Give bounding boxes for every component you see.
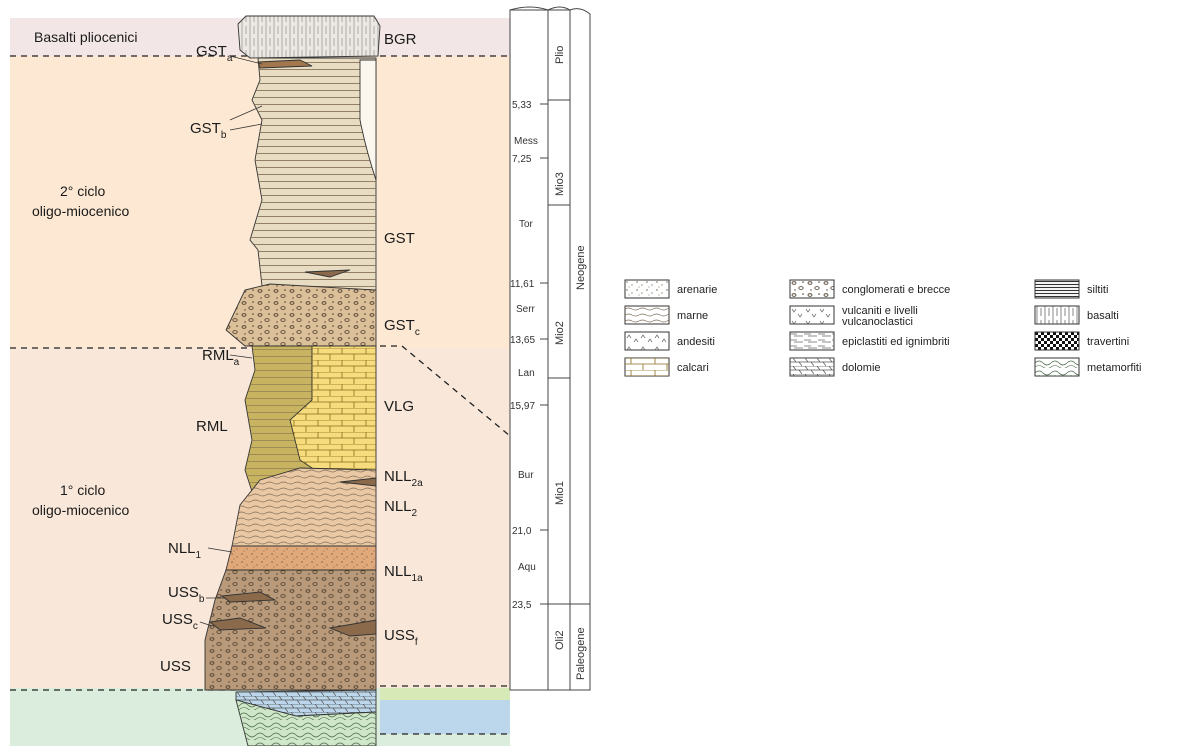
- unit-label-vlg: VLG: [384, 398, 414, 415]
- svg-text:dolomie: dolomie: [842, 362, 881, 374]
- age-label: 5,33: [512, 100, 532, 111]
- legend-item: conglomerati e brecce: [790, 280, 950, 298]
- age-label: 15,97: [510, 401, 535, 412]
- epoch-label: Mio3: [554, 172, 566, 196]
- cycle1-label-line1: 1° ciclo: [60, 482, 105, 498]
- gstc-texture: [226, 284, 376, 346]
- gst-marl-texture: [250, 58, 376, 290]
- legend: arenarie marne andesiti calcari conglome…: [625, 280, 1141, 376]
- epoch-label: Plio: [554, 46, 566, 64]
- svg-text:vulcanoclastici: vulcanoclastici: [842, 316, 913, 328]
- unit-label-rml: RML: [196, 418, 228, 435]
- dolomite-band-right: [380, 700, 510, 734]
- legend-item: vulcaniti e livelli vulcanoclastici: [790, 305, 918, 328]
- svg-text:siltiti: siltiti: [1087, 284, 1108, 296]
- age-label: 13,65: [510, 335, 535, 346]
- chart-col-3: [570, 9, 590, 690]
- basalti-label: Basalti pliocenici: [34, 29, 138, 45]
- svg-text:conglomerati e brecce: conglomerati e brecce: [842, 284, 950, 296]
- cycle2-label-line2: oligo-miocenico: [32, 203, 129, 219]
- stage-label: Bur: [518, 470, 534, 481]
- unit-label-gst: GST: [384, 230, 415, 247]
- stage-label: Serr: [516, 304, 536, 315]
- legend-item: andesiti: [625, 332, 715, 350]
- period-label: Paleogene: [575, 627, 587, 680]
- cycle1-label-line2: oligo-miocenico: [32, 502, 129, 518]
- age-label: 11,61: [510, 279, 535, 290]
- svg-text:marne: marne: [677, 310, 708, 322]
- svg-text:arenarie: arenarie: [677, 284, 717, 296]
- stage-label: Mess: [514, 136, 538, 147]
- unit-label-uss: USS: [160, 658, 191, 675]
- legend-item: marne: [625, 306, 708, 324]
- unit-label-bgr: BGR: [384, 31, 417, 48]
- legend-item: dolomie: [790, 358, 881, 376]
- epoch-label: Mio1: [554, 481, 566, 505]
- epoch-label: Mio2: [554, 321, 566, 345]
- chart-col-2: [548, 10, 570, 690]
- bgr-basalt-texture: [238, 16, 380, 58]
- legend-item: metamorfiti: [1035, 358, 1141, 376]
- stage-label: Aqu: [518, 562, 536, 573]
- svg-text:travertini: travertini: [1087, 336, 1129, 348]
- nll1-texture: [226, 546, 376, 570]
- green-thin-band-right: [380, 688, 510, 700]
- svg-text:metamorfiti: metamorfiti: [1087, 362, 1141, 374]
- svg-text:basalti: basalti: [1087, 310, 1119, 322]
- stage-label: Tor: [519, 219, 534, 230]
- legend-item: calcari: [625, 358, 709, 376]
- period-label: Neogene: [575, 245, 587, 290]
- age-label: 21,0: [512, 526, 532, 537]
- chart-col-1: [510, 10, 548, 690]
- epoch-label: Oli2: [554, 630, 566, 650]
- legend-item: epiclastiti ed ignimbriti: [790, 332, 950, 350]
- age-label: 23,5: [512, 600, 532, 611]
- legend-item: travertini: [1035, 332, 1129, 350]
- legend-item: arenarie: [625, 280, 717, 298]
- svg-text:epiclastiti ed ignimbriti: epiclastiti ed ignimbriti: [842, 336, 950, 348]
- stage-label: Lan: [518, 368, 535, 379]
- cycle2-label-line1: 2° ciclo: [60, 183, 105, 199]
- svg-text:calcari: calcari: [677, 362, 709, 374]
- svg-text:andesiti: andesiti: [677, 336, 715, 348]
- legend-item: basalti: [1035, 306, 1119, 324]
- age-label: 7,25: [512, 154, 532, 165]
- legend-item: siltiti: [1035, 280, 1108, 298]
